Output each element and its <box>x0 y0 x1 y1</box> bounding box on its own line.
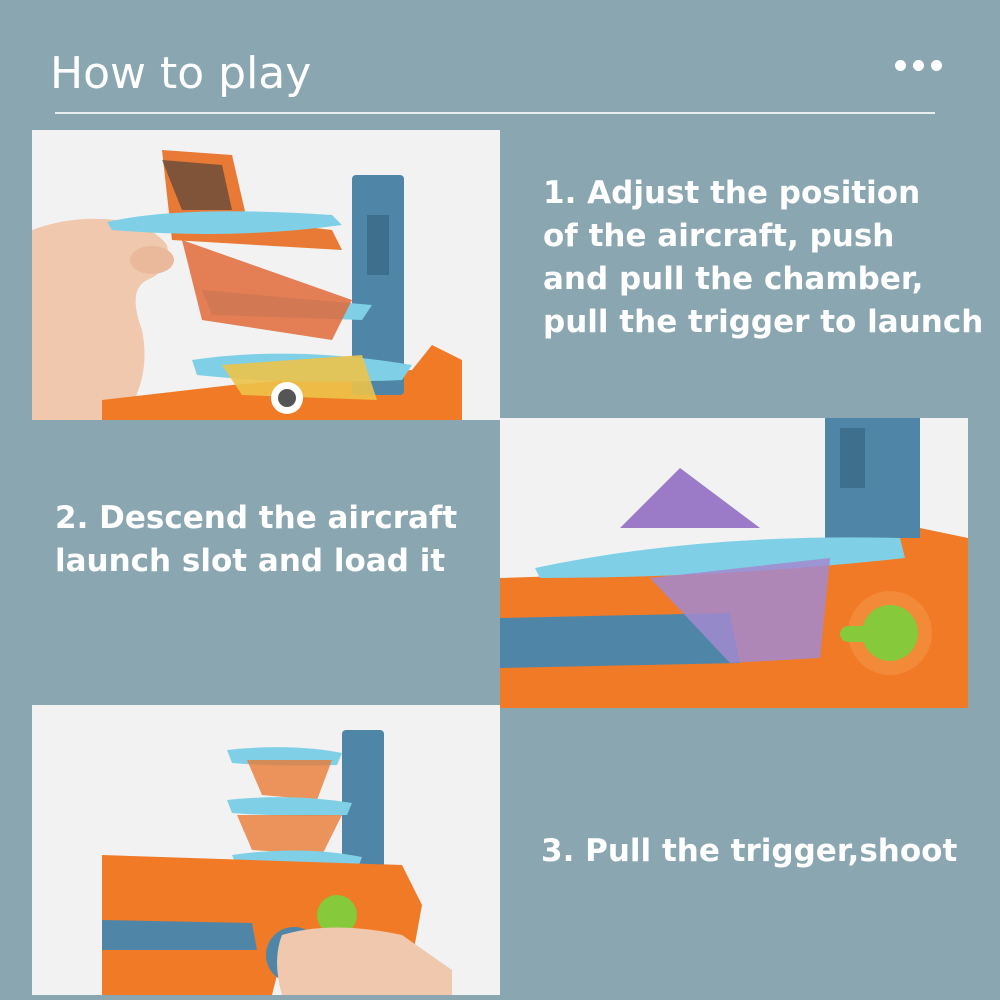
hand <box>32 218 168 420</box>
step-1-line: pull the trigger to launch <box>543 304 984 340</box>
step-1-photo <box>32 130 500 420</box>
step-2-instructions: 2. Descend the aircraft launch slot and … <box>55 497 457 583</box>
launcher-body <box>102 855 422 995</box>
step-2-line: 2. Descend the aircraft <box>55 500 458 536</box>
step-1-line: of the aircraft, push <box>543 218 895 254</box>
dot <box>913 60 924 71</box>
dot <box>895 60 906 71</box>
step-3-photo <box>32 705 500 995</box>
hand <box>277 927 452 995</box>
step-1-illustration <box>32 130 500 420</box>
page-title: How to play <box>50 48 312 99</box>
launcher-rail <box>500 613 740 668</box>
launcher-rail <box>102 920 257 950</box>
step-2-illustration <box>500 418 968 708</box>
step-1-instructions: 1. Adjust the position of the aircraft, … <box>543 172 983 344</box>
glider-stack <box>107 150 412 414</box>
trigger-button <box>317 895 357 935</box>
step-3-line: 3. Pull the trigger,shoot <box>541 833 958 869</box>
glider-body <box>650 558 830 663</box>
trigger-button <box>862 605 918 661</box>
title-divider <box>55 112 935 114</box>
step-2-photo <box>500 418 968 708</box>
glider-wing <box>535 537 905 578</box>
step-1-line: 1. Adjust the position <box>543 175 921 211</box>
launcher-mast <box>825 418 920 538</box>
step-1-line: and pull the chamber, <box>543 261 924 297</box>
step-3-instructions: 3. Pull the trigger,shoot <box>541 830 957 873</box>
step-2-line: launch slot and load it <box>55 543 446 579</box>
dot <box>931 60 942 71</box>
step-3-illustration <box>32 705 500 995</box>
more-dots-icon <box>895 60 942 71</box>
launcher-mast <box>352 175 404 395</box>
glider-tail <box>620 468 760 528</box>
